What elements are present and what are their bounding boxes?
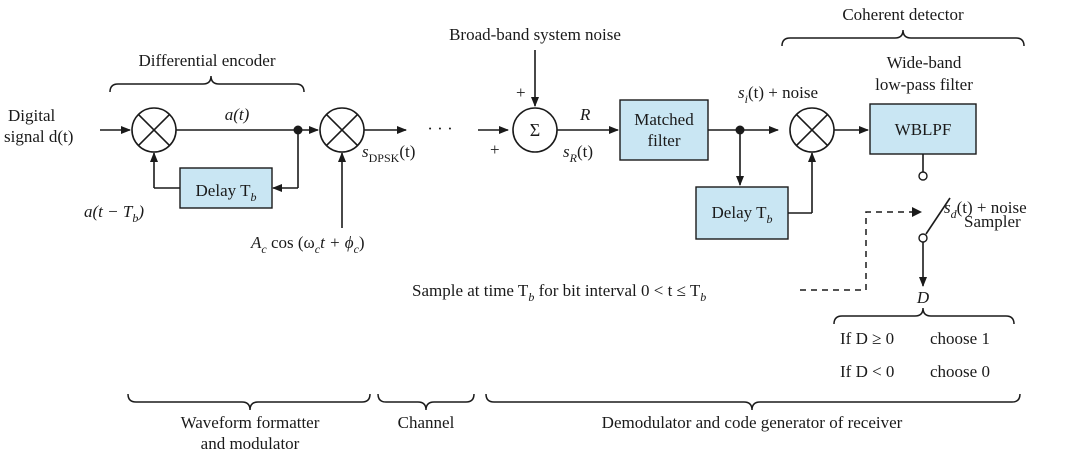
- wblpf-block: [869, 103, 977, 155]
- delay-block-1: [179, 167, 273, 209]
- section-brace-channel: [377, 393, 475, 411]
- sampler-label: Sampler: [964, 212, 1021, 231]
- R-label: R: [579, 105, 591, 124]
- coherent-detector-brace: [781, 29, 1025, 47]
- input-label-line1: Digital: [8, 106, 55, 125]
- matched-filter-line1: Matched: [634, 110, 694, 129]
- sampler-contact-top: [918, 171, 928, 181]
- s-dpsk-label: sDPSK(t): [362, 142, 415, 165]
- multiplier-1: [131, 107, 177, 153]
- sample-control-line: [800, 211, 912, 291]
- sampler-contact-bottom: [918, 233, 928, 243]
- sampler-switch-arm: [925, 197, 951, 235]
- wblpf-block-label: WBLPF: [895, 120, 952, 139]
- decision-brace: [833, 307, 1015, 325]
- plus-top: +: [516, 83, 526, 102]
- input-label-line2: signal d(t): [4, 127, 73, 146]
- section-transmitter-line2: and modulator: [201, 434, 300, 453]
- s-d-noise-label: sd(t) + noise: [944, 198, 1027, 221]
- section-brace-receiver: [485, 393, 1021, 411]
- decision-1-choice: choose 1: [930, 329, 990, 348]
- section-brace-transmitter: [127, 393, 371, 411]
- delay-block-2: [695, 186, 789, 240]
- summer-sigma: Σ: [530, 120, 540, 140]
- carrier-label: Ac cos (ωct + ϕc): [250, 233, 365, 256]
- a-t-label: a(t): [225, 105, 250, 124]
- decision-1-cond: If D ≥ 0: [840, 329, 894, 348]
- s-R-label: sR(t): [563, 142, 593, 165]
- matched-filter-line2: filter: [647, 131, 680, 150]
- matched-filter-block: [619, 99, 709, 161]
- section-transmitter-line1: Waveform formatter: [181, 413, 320, 432]
- noise-label: Broad-band system noise: [449, 25, 621, 44]
- multiplier-2: [319, 107, 365, 153]
- coherent-detector-title: Coherent detector: [842, 5, 964, 24]
- section-receiver-label: Demodulator and code generator of receiv…: [602, 413, 903, 432]
- encoder-title: Differential encoder: [138, 51, 275, 70]
- multiplier-3: [789, 107, 835, 153]
- wblpf-title-2: low-pass filter: [875, 75, 973, 94]
- sample-control-arrowhead: [912, 207, 922, 217]
- encoder-brace: [109, 75, 305, 93]
- section-channel-label: Channel: [398, 413, 455, 432]
- wblpf-title-1: Wide-band: [887, 53, 962, 72]
- a-t-minus-tb-label: a(t − Tb): [84, 202, 144, 225]
- output-label: D: [916, 288, 930, 307]
- delay-block-2-label: Delay Tb: [712, 203, 773, 226]
- sample-time-label: Sample at time Tb for bit interval 0 < t…: [412, 281, 706, 304]
- channel-ellipsis: · · ·: [427, 119, 452, 138]
- decision-2-choice: choose 0: [930, 362, 990, 381]
- delay-block-1-label: Delay Tb: [196, 181, 257, 204]
- s-i-noise-label: si(t) + noise: [738, 83, 818, 106]
- plus-left: +: [490, 140, 500, 159]
- decision-2-cond: If D < 0: [840, 362, 894, 381]
